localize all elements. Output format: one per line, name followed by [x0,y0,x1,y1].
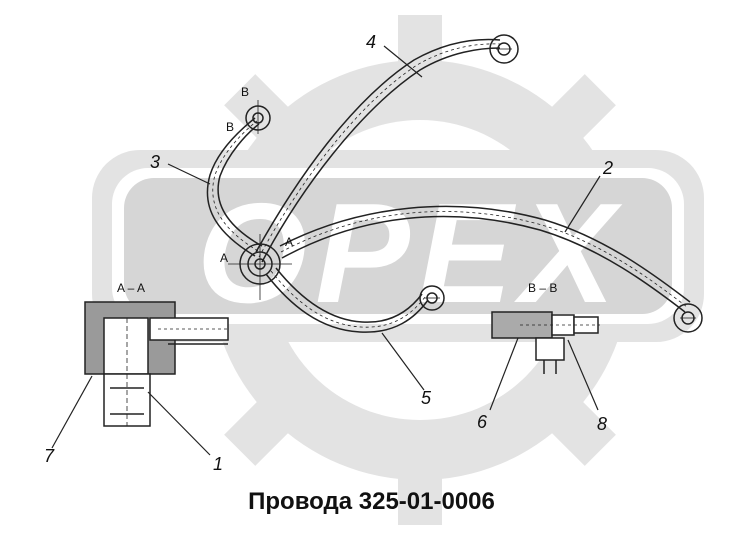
leader-2 [564,175,601,233]
callout-4: 4 [366,32,376,52]
wire-drawings [206,34,703,333]
watermark-text: OPEX [197,174,624,333]
lug-b [245,100,271,134]
lug-right [673,303,703,333]
section-b-b-drawing [491,311,600,374]
leader-1 [147,391,211,456]
lug-top-right [489,34,519,64]
label-section-a-a: A – A [117,281,145,295]
section-a-a-drawing [84,301,229,427]
leader-8 [567,339,599,411]
leader-lines [51,45,601,456]
callout-5: 5 [421,388,432,408]
section-labels: A – A B – B A A B B [117,85,557,295]
leader-5 [381,332,425,391]
callout-7: 7 [44,446,55,466]
drawing-caption: Провода 325-01-0006 [248,488,495,515]
callout-8: 8 [597,414,607,434]
wire-4 [255,38,501,263]
callout-1: 1 [213,454,223,474]
lug-center-a [228,234,292,300]
leader-3 [167,163,211,185]
callout-6: 6 [477,412,488,432]
label-section-b-b: B – B [528,281,557,295]
label-b-top: B [241,85,249,99]
leader-4 [383,45,423,78]
callout-2: 2 [602,158,613,178]
watermark-logo: OPEX [92,15,704,525]
label-a-right: A [285,235,293,249]
wire-5 [265,267,429,333]
leader-6 [489,337,519,411]
callout-3: 3 [150,152,160,172]
label-a-left: A [220,251,228,265]
wire-2 [279,205,691,313]
leader-7 [51,375,93,449]
callout-numbers: 1 2 3 4 5 6 7 8 [44,32,613,474]
wire-3 [206,117,263,257]
label-b-side: B [226,120,234,134]
lug-middle [419,285,445,311]
